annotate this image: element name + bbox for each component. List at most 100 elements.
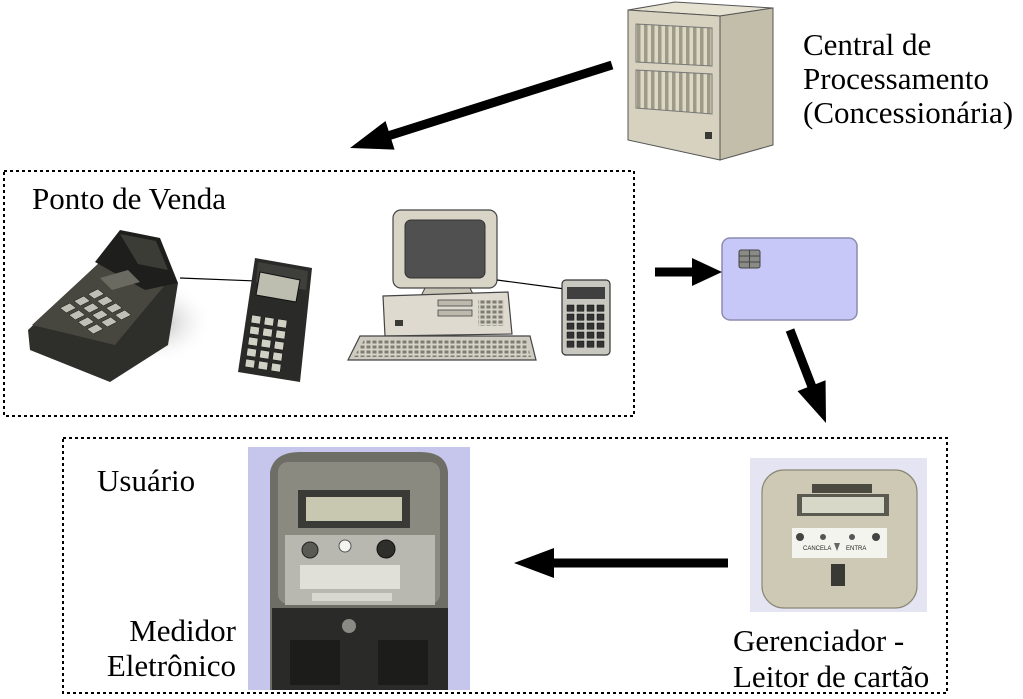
handheld-key [246, 347, 257, 358]
calculator-key [566, 313, 575, 321]
server-power-button [705, 132, 712, 139]
handheld-key [259, 349, 270, 360]
computer-cable [496, 279, 566, 290]
arrow-card-reader-to-meter [514, 548, 728, 578]
handheld-key [273, 340, 285, 351]
pos-key [105, 302, 123, 314]
usuario-box [62, 437, 948, 694]
server-icon [627, 1, 774, 161]
server-drive-panel [635, 69, 713, 115]
meter-display [306, 497, 402, 521]
card-reader-brand-strip [812, 484, 872, 493]
pos-screen [100, 270, 140, 290]
calculator-key [596, 340, 605, 348]
calculator-key [576, 313, 585, 321]
pos-key [100, 316, 118, 328]
cpu-vent [478, 300, 504, 326]
server-drive-panel [635, 23, 713, 67]
meter-knob [376, 539, 396, 559]
calculator-key [596, 331, 605, 339]
calculator-key [576, 304, 585, 312]
calculator-key [566, 322, 575, 330]
floppy-drive [437, 309, 473, 317]
calculator-keypad [566, 304, 605, 348]
card-reader-icon: CANCELA ENTRA [750, 458, 927, 612]
pos-key [96, 295, 114, 307]
central-label-line-1: Central de [803, 27, 932, 62]
down-arrow-icon [834, 543, 840, 551]
arrow-ponto-de-venda-to-card [655, 258, 722, 286]
handheld-key [263, 316, 275, 327]
handheld-terminal-icon [238, 258, 312, 382]
card-reader-cancel-label: CANCELA [803, 546, 831, 552]
desktop-computer-icon [347, 209, 537, 361]
handheld-key [276, 318, 288, 329]
calculator-key [586, 331, 595, 339]
handheld-key [270, 362, 282, 373]
handheld-key [275, 329, 286, 340]
medidor-label-line-1: Medidor [129, 613, 236, 648]
calculator-key [586, 304, 595, 312]
card-slot [831, 564, 845, 586]
pos-key [68, 309, 86, 321]
calculator-key [596, 322, 605, 330]
handheld-key [272, 351, 283, 362]
calculator-key [566, 331, 575, 339]
calculator-key [576, 331, 585, 339]
pos-key [114, 309, 132, 321]
monitor-screen [404, 219, 486, 279]
gerenciador-label-line-2: Leitor de cartão [733, 659, 930, 694]
pos-key [73, 295, 91, 307]
pos-key [82, 302, 100, 314]
usuario-title: Usuário [97, 463, 196, 498]
calculator-key [596, 304, 605, 312]
card-reader-button [796, 533, 804, 541]
card-reader-button [849, 534, 855, 540]
handheld-key [257, 360, 269, 371]
calculator-key [586, 322, 595, 330]
pos-key [87, 288, 105, 300]
pos-terminal-icon [28, 230, 213, 382]
card-reader-display [802, 497, 884, 513]
pos-key [91, 309, 109, 321]
calculator-key [586, 340, 595, 348]
handheld-key [250, 314, 262, 325]
meter-knob [301, 541, 319, 559]
arrow-central-to-ponto-de-venda [350, 60, 614, 150]
gerenciador-label-line-1: Gerenciador - [733, 623, 905, 658]
calculator-key [576, 340, 585, 348]
calculator-key [586, 313, 595, 321]
keyboard-keys [354, 340, 531, 357]
card-reader-enter-label: ENTRA [846, 546, 866, 552]
handheld-key [262, 327, 273, 338]
cpu-button [395, 320, 403, 326]
pos-cable [179, 277, 257, 282]
floppy-drive [437, 299, 473, 307]
electronic-meter-icon [248, 447, 470, 690]
medidor-label-line-2: Eletrônico [106, 648, 236, 683]
handheld-key [247, 336, 259, 347]
calculator-screen [567, 287, 605, 299]
meter-seal [342, 619, 356, 633]
calculator-key [576, 322, 585, 330]
calculator-key [566, 340, 575, 348]
card-reader-button [872, 533, 880, 541]
handheld-screen [255, 271, 301, 303]
pos-key [59, 302, 77, 314]
handheld-key [249, 325, 260, 336]
ponto-de-venda-box [3, 170, 635, 417]
handheld-keypad [244, 314, 288, 373]
calculator-key [566, 304, 575, 312]
smart-card-icon [721, 237, 858, 321]
handheld-key [260, 338, 272, 349]
calculator-icon [561, 279, 611, 356]
arrow-card-to-card-reader [785, 328, 826, 423]
calculator-key [596, 313, 605, 321]
ponto-de-venda-title: Ponto de Venda [32, 181, 227, 216]
pos-keypad [59, 288, 132, 335]
central-label-line-2: Processamento [803, 61, 989, 96]
handheld-key [244, 358, 256, 369]
meter-led [338, 539, 352, 553]
central-label-line-3: (Concessionária) [803, 95, 1014, 130]
